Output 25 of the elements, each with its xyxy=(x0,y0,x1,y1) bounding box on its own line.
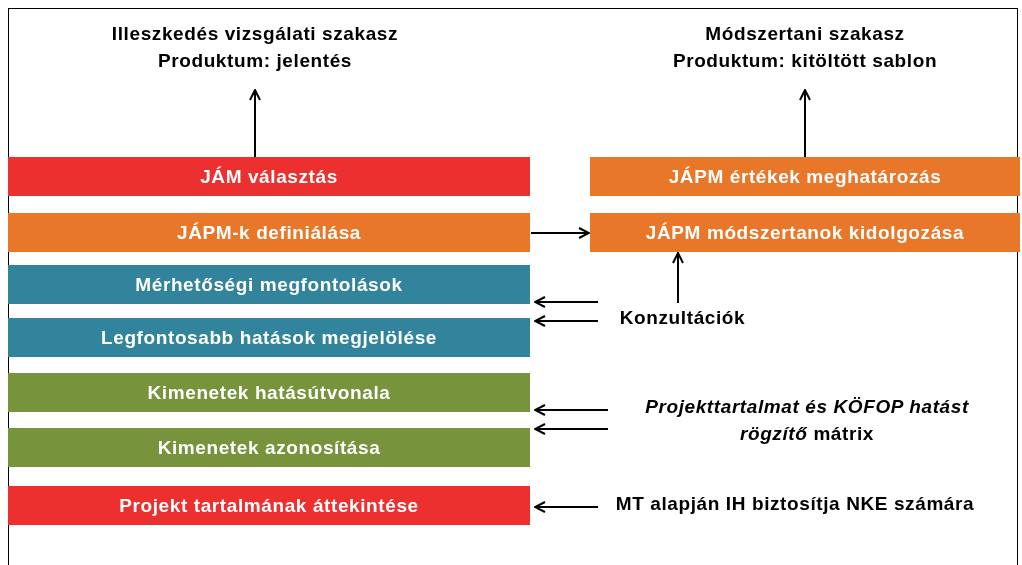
arrow xyxy=(534,404,609,416)
product-text: Produktum: kitöltött sablon xyxy=(671,49,939,73)
phase-heading: Módszertani szakasz xyxy=(704,22,906,46)
product-text: Produktum: jelentés xyxy=(156,49,353,73)
stage-bar: Legfontosabb hatások megjelölése xyxy=(8,318,530,357)
arrow xyxy=(534,296,599,308)
arrow xyxy=(534,501,599,513)
stage-bar: Projekt tartalmának áttekintése xyxy=(8,486,530,525)
arrow xyxy=(534,315,599,327)
stage-bar: Kimenetek hatásútvonala xyxy=(8,373,530,412)
stage-bar: JÁPM-k definiálása xyxy=(8,213,530,252)
phase-heading: Illeszkedés vizsgálati szakasz xyxy=(110,22,400,46)
stage-bar: JÁM választás xyxy=(8,157,530,196)
arrow xyxy=(799,89,811,158)
stage-bar: Kimenetek azonosítása xyxy=(8,428,530,467)
stage-bar: JÁPM értékek meghatározás xyxy=(590,157,1020,196)
arrow xyxy=(672,252,684,304)
stage-bar: Mérhetőségi megfontolások xyxy=(8,265,530,304)
arrow xyxy=(534,423,609,435)
arrow xyxy=(249,89,261,158)
input-note: MT alapján IH biztosítja NKE számára xyxy=(600,490,990,552)
input-note: Projekttartalmat és KÖFOP hatást rögzítő mátrix xyxy=(612,393,1002,455)
arrow xyxy=(530,227,590,239)
stage-bar: JÁPM módszertanok kidolgozása xyxy=(590,213,1020,252)
input-note: Konzultációk xyxy=(600,304,765,334)
